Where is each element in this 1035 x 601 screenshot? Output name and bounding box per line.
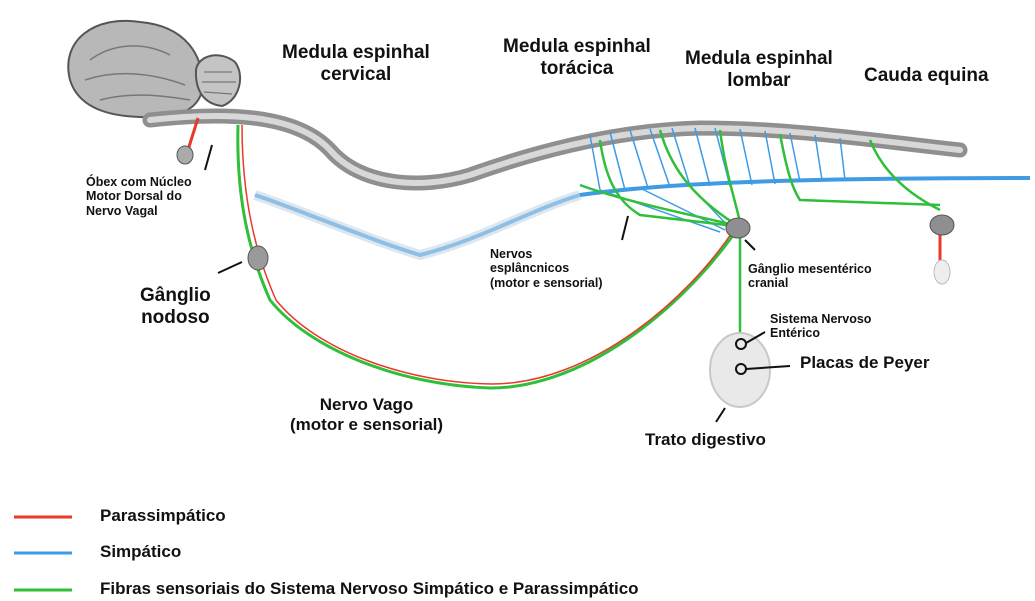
brain-illustration [68, 21, 240, 118]
label-medula-toracica: Medula espinhal torácica [503, 36, 651, 80]
label-obex: Óbex com Núcleo Motor Dorsal do Nervo Va… [86, 175, 192, 218]
digestive-tract-shape [710, 333, 770, 407]
legend-label: Parassimpático [100, 506, 226, 526]
label-sistema-nervoso-enterico: Sistema Nervoso Entérico [770, 312, 871, 341]
caudal-target-shape [934, 260, 950, 284]
sensory-splanchnic-fibers [580, 130, 940, 345]
label-trato-digestivo: Trato digestivo [645, 430, 766, 450]
label-medula-lombar: Medula espinhal lombar [685, 48, 833, 92]
label-nervo-vago: Nervo Vago (motor e sensorial) [290, 395, 443, 434]
obex-node [177, 146, 193, 164]
label-ganglio-nodoso: Gânglio nodoso [140, 285, 211, 329]
label-cauda-equina: Cauda equina [864, 65, 989, 87]
label-ganglio-mesenterico: Gânglio mesentérico cranial [748, 262, 872, 291]
legend-label: Fibras sensoriais do Sistema Nervoso Sim… [100, 579, 639, 599]
label-placas-de-peyer: Placas de Peyer [800, 353, 929, 373]
ganglio-mesenterico-shape [726, 218, 750, 238]
legend-label: Simpático [100, 542, 181, 562]
caudal-ganglion-shape [930, 215, 954, 235]
label-nervos-esplancnicos: Nervos esplâncnicos (motor e sensorial) [490, 247, 603, 290]
ganglio-nodoso-shape [248, 246, 268, 270]
label-medula-cervical: Medula espinhal cervical [282, 42, 430, 86]
